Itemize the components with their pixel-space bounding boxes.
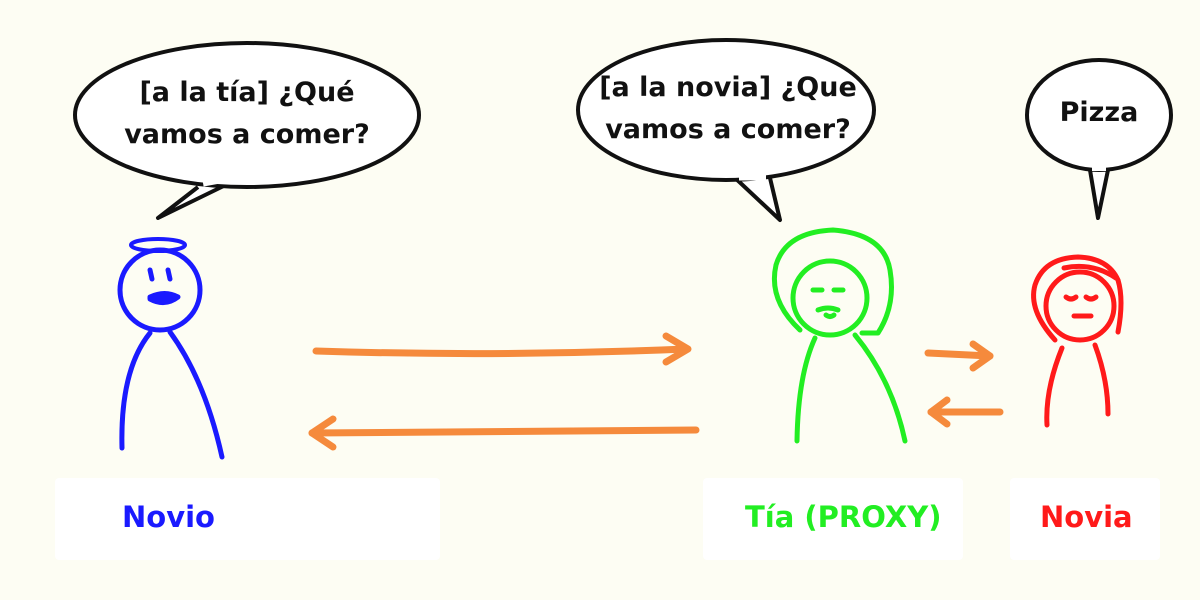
novia-label: Novia [1040, 500, 1133, 534]
tia-bubble-line-1: [a la novia] ¿Que [599, 72, 857, 103]
novia-bubble-line-1: Pizza [1059, 97, 1139, 128]
arrow-tia-to-novia [924, 340, 994, 372]
novio-bubble-text: [a la tía] ¿Qué vamos a comer? [97, 72, 397, 156]
novia-speech-bubble [1025, 58, 1173, 220]
tia-label-box [703, 478, 963, 560]
tia-figure [771, 227, 908, 444]
novio-label: Novio [122, 500, 215, 534]
arrow-novia-to-tia [927, 396, 1004, 428]
novia-figure [1031, 254, 1124, 428]
novio-bubble-line-2: vamos a comer? [124, 119, 370, 150]
tia-bubble-text: [a la novia] ¿Que vamos a comer? [588, 67, 868, 151]
tia-label: Tía (PROXY) [745, 500, 942, 534]
novia-label-box [1010, 478, 1160, 560]
arrow-novio-to-tia [312, 332, 692, 366]
tia-bubble-line-2: vamos a comer? [605, 114, 851, 145]
novio-speech-bubble [73, 41, 421, 220]
novia-bubble-text: Pizza [1040, 92, 1158, 134]
novio-label-box [55, 478, 440, 560]
tia-speech-bubble [576, 38, 876, 222]
novio-bubble-line-1: [a la tía] ¿Qué [139, 77, 355, 108]
arrow-tia-to-novio [308, 415, 700, 451]
novio-figure [117, 237, 225, 460]
